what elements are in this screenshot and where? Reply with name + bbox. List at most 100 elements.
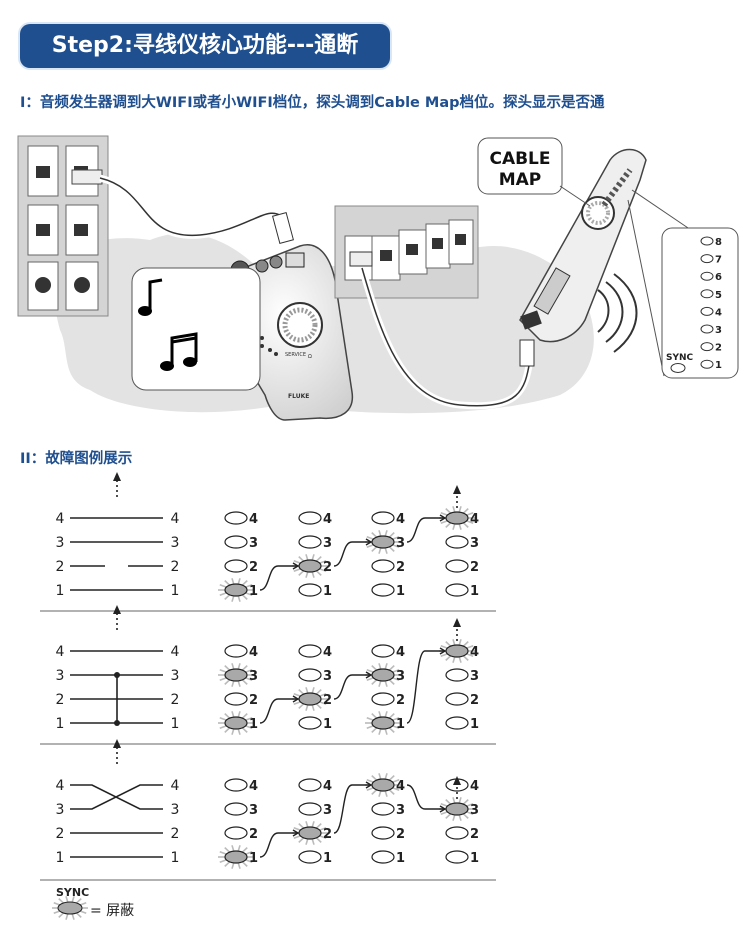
pin-label-right: 1	[171, 716, 180, 732]
arrow-head	[453, 618, 461, 627]
led-label: 1	[323, 717, 332, 732]
arrow-head	[113, 739, 121, 748]
led-glow	[439, 639, 475, 663]
led-label: 3	[323, 536, 332, 551]
led-label: 2	[396, 560, 405, 575]
step-arrow-head	[439, 514, 447, 522]
probe-led-label: 4	[715, 307, 722, 318]
probe-led-label: 8	[715, 237, 722, 248]
led-label: 1	[470, 717, 479, 732]
pin-label-right: 3	[171, 535, 180, 551]
led: 2	[371, 692, 405, 708]
led-label: 1	[470, 851, 479, 866]
led-glow	[439, 506, 475, 530]
led: 4	[298, 511, 332, 527]
pin-label-right: 1	[171, 850, 180, 866]
step-arrow-head	[365, 671, 373, 679]
led: 1	[371, 850, 405, 866]
led-label: 3	[249, 803, 258, 818]
led: 2	[224, 826, 258, 842]
led: 1	[298, 716, 332, 732]
legend-led-glow	[52, 896, 88, 920]
led-label: 4	[470, 779, 479, 794]
arrow-head	[113, 605, 121, 614]
wire-crossed	[70, 784, 163, 810]
led: 3	[298, 802, 332, 818]
led: 1	[298, 850, 332, 866]
probe-led-label: 7	[715, 255, 722, 266]
led-label: 1	[396, 851, 405, 866]
step-arrow	[406, 517, 445, 543]
led: 3	[445, 668, 479, 684]
led-label: 4	[249, 512, 258, 527]
led-lit: 3	[439, 797, 479, 821]
fault-diagrams: 4 4 3 3 2 2 1 1 4 3 2 1 4 3 2 1 4 3 2 1 4 3 2 1 4 4 3 3 2 2 1 1 4 3 2 1 4 3 2 1…	[40, 472, 496, 881]
led: 4	[224, 778, 258, 794]
pin-label-right: 4	[171, 511, 180, 527]
rj45-plug-left	[272, 212, 294, 244]
step-arrow	[333, 541, 371, 567]
led-lit: 2	[292, 554, 332, 578]
led-label: 3	[470, 669, 479, 684]
probe-led-7: 7	[700, 254, 722, 266]
pin-label-right: 2	[171, 692, 180, 708]
step-arrow-head	[439, 805, 447, 813]
step-arrow-head	[292, 562, 300, 570]
led-lit: 1	[218, 711, 258, 735]
led: 4	[298, 644, 332, 660]
pin-label-left: 2	[56, 826, 65, 842]
pin-label-right: 1	[171, 583, 180, 599]
led-label: 1	[396, 717, 405, 732]
led-label: 1	[249, 584, 258, 599]
cable-map-callout: CABLE MAP	[477, 137, 591, 207]
led-label: 4	[323, 512, 332, 527]
led: 4	[371, 644, 405, 660]
led-label: 4	[323, 645, 332, 660]
short-junction	[114, 720, 120, 726]
service-label: SERVICE	[285, 352, 306, 358]
pin-label-right: 4	[171, 778, 180, 794]
step-arrow-head	[439, 647, 447, 655]
arrow-head	[453, 776, 461, 785]
probe-led-label: 6	[715, 272, 722, 283]
led-lit: 4	[365, 773, 405, 797]
led-label: 3	[396, 803, 405, 818]
step-arrow	[259, 565, 298, 591]
led: 1	[445, 716, 479, 732]
pin-label-right: 2	[171, 826, 180, 842]
probe-sync: SYNC	[666, 353, 694, 373]
pin-label-left: 1	[56, 850, 65, 866]
step-arrow	[259, 832, 298, 858]
step-arrow	[406, 784, 445, 810]
fluke-brand: FLUKE	[288, 393, 309, 400]
ohm-label: Ω	[308, 354, 312, 360]
step-arrow-head	[292, 695, 300, 703]
led: 2	[445, 826, 479, 842]
arrow-head	[113, 472, 121, 481]
pin-label-left: 2	[56, 559, 65, 575]
wall-plate-left	[17, 135, 109, 317]
probe-led-label: 3	[715, 325, 722, 336]
led-lit: 1	[365, 711, 405, 735]
led-label: 4	[470, 512, 479, 527]
led: 1	[298, 583, 332, 599]
led-label: 4	[396, 645, 405, 660]
led-label: 4	[396, 512, 405, 527]
probe-led-label: 2	[715, 343, 722, 354]
led-label: 4	[470, 645, 479, 660]
led-label: 1	[323, 851, 332, 866]
led-label: 4	[396, 779, 405, 794]
led: 1	[445, 850, 479, 866]
led: 1	[371, 583, 405, 599]
led-label: 1	[470, 584, 479, 599]
pin-label-left: 2	[56, 692, 65, 708]
led-label: 3	[470, 536, 479, 551]
pin-label-right: 3	[171, 802, 180, 818]
led-label: 4	[249, 779, 258, 794]
led-label: 4	[249, 645, 258, 660]
led: 2	[371, 826, 405, 842]
pin-label-left: 3	[56, 668, 65, 684]
